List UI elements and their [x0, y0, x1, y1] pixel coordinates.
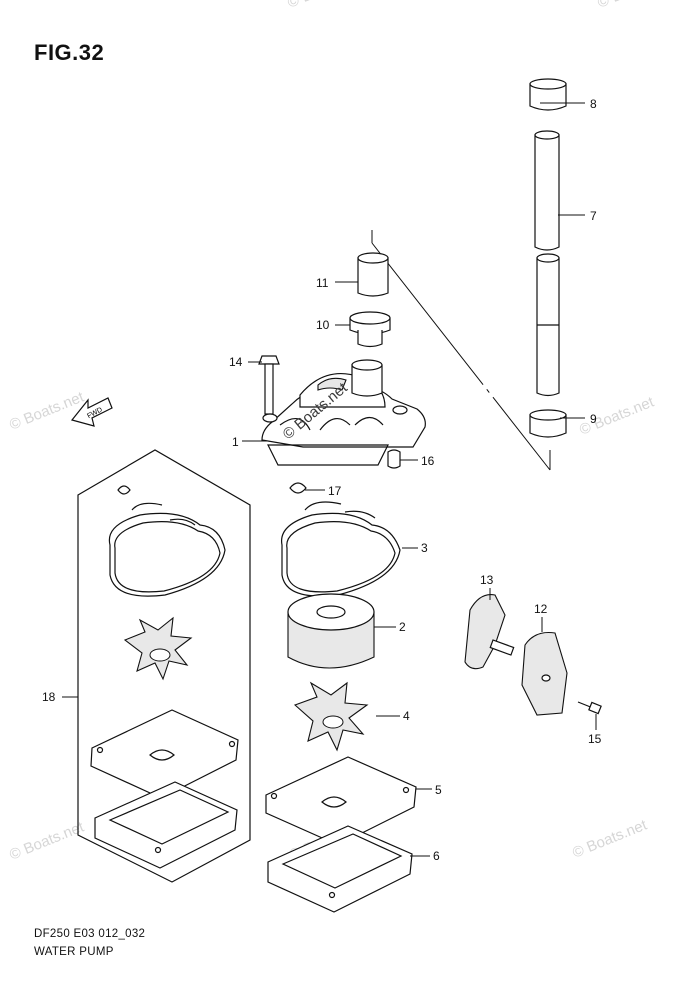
kit-impeller [123, 616, 193, 681]
kit-gasket-ring [108, 502, 226, 597]
callout-11: 11 [316, 276, 329, 290]
screw [577, 701, 602, 715]
key [289, 482, 307, 494]
tube-lower [536, 257, 560, 397]
callout-1: 1 [232, 435, 239, 449]
callout-18: 18 [42, 690, 56, 704]
gasket-ring [280, 501, 401, 597]
section-name: WATER PUMP [34, 946, 114, 958]
callout-5: 5 [435, 783, 442, 797]
callout-12: 12 [534, 602, 548, 616]
watermark-top-mid: © Boats.net [285, 0, 365, 12]
water-tube-assembly [529, 78, 567, 438]
callout-16: 16 [421, 454, 435, 468]
tube-upper [534, 134, 560, 251]
callout-4: 4 [403, 709, 410, 723]
callout-14: 14 [229, 355, 243, 369]
impeller [293, 681, 369, 752]
callout-6: 6 [433, 849, 440, 863]
connection-line-diagonal [371, 242, 551, 471]
callout-15: 15 [588, 732, 602, 746]
bracket [464, 594, 515, 670]
watermark-left-top: © Boats.net [7, 388, 87, 434]
callout-9: 9 [590, 412, 597, 426]
pump-case [261, 359, 426, 466]
callout-2: 2 [399, 620, 406, 634]
plate-gasket [265, 756, 417, 846]
callout-10: 10 [316, 318, 330, 332]
kit-under-gasket [94, 781, 238, 869]
watermark-left-bottom: © Boats.net [7, 818, 87, 864]
grommet [349, 311, 391, 348]
plate [521, 631, 568, 716]
liner [287, 593, 375, 669]
callout-13: 13 [480, 573, 494, 587]
collar [357, 252, 389, 297]
kit-plate-gasket [90, 709, 239, 799]
bolt [258, 355, 280, 415]
callout-7: 7 [590, 209, 597, 223]
model-code: DF250 E03 012_032 [34, 928, 146, 940]
repair-kit-box [77, 449, 251, 883]
watermark-right-bottom: © Boats.net [570, 816, 650, 862]
figure-title: FIG.32 [34, 40, 105, 65]
callout-3: 3 [421, 541, 428, 555]
kit-key [117, 485, 131, 495]
callout-17: 17 [328, 484, 342, 498]
under-panel-gasket [267, 825, 413, 913]
callout-8: 8 [590, 97, 597, 111]
watermark-top-right: © Boats.net [595, 0, 675, 12]
pin [387, 449, 401, 469]
leader-lines [62, 102, 597, 857]
